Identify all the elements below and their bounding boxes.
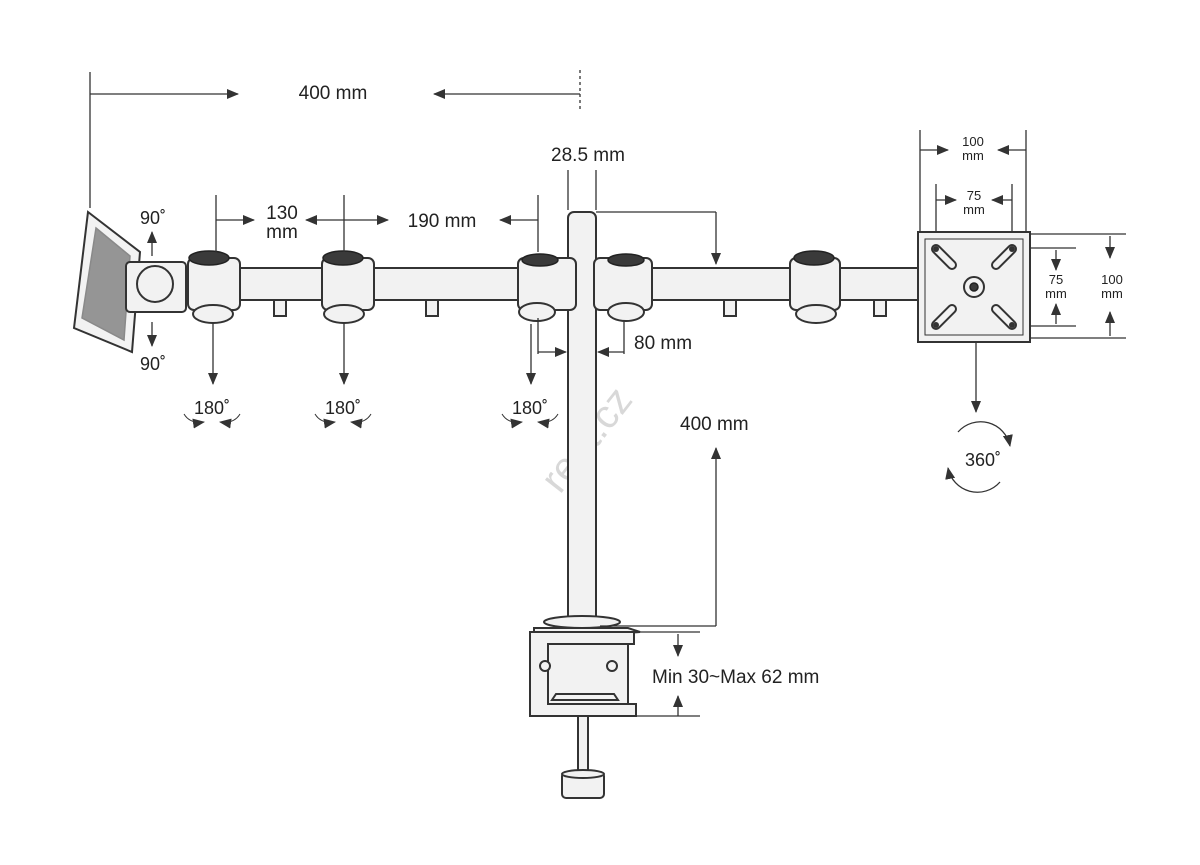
dim-arm-drop-top: [596, 211, 721, 265]
tilt-down-label: 90˚: [140, 354, 166, 374]
dim-vesa-inner-height: 75 mm: [1030, 247, 1076, 327]
dim-arm-drop: 80 mm: [537, 318, 692, 357]
pole: [543, 211, 621, 629]
desk-clamp: [529, 627, 641, 799]
dim-label-pole-height: 400 mm: [680, 414, 749, 435]
tilt-down-indicator: 90˚: [140, 322, 166, 374]
rotate-indicator: 360˚: [945, 342, 1013, 493]
dim-label-vesa-outer-h-unit: mm: [1101, 286, 1123, 301]
vesa-slot-inner: [993, 246, 1015, 268]
swivel-indicator-3: 180˚: [501, 324, 559, 429]
dim-label-clamp-range: Min 30~Max 62 mm: [652, 667, 819, 688]
left-tilt-head: [72, 210, 187, 354]
vesa-hole: [933, 246, 939, 252]
vesa-hole: [1009, 322, 1015, 328]
dim-label-vesa-inner-w-unit: mm: [963, 202, 985, 217]
dim-label-vesa-outer-w-unit: mm: [962, 148, 984, 163]
dim-arm-seg2: 190 mm: [344, 195, 539, 252]
right-arm: [593, 250, 921, 324]
dim-label-vesa-inner-w: 75: [967, 188, 981, 203]
dim-label-vesa-inner-h: 75: [1049, 272, 1063, 287]
dim-label-vesa-outer-w: 100: [962, 134, 984, 149]
dim-label-arm-seg1: 130: [266, 203, 298, 224]
vesa-slot-inner: [933, 246, 955, 268]
dim-label-pole-diameter: 28.5 mm: [551, 145, 625, 166]
dim-label-arm-seg1-unit: mm: [266, 222, 298, 243]
dim-label-span-half: 400 mm: [299, 83, 368, 104]
dim-vesa-outer-width: 100 mm: [919, 130, 1027, 232]
dim-label-arm-seg2: 190 mm: [408, 211, 477, 232]
vesa-hole: [933, 322, 939, 328]
swivel-label-2: 180˚: [325, 398, 361, 418]
swivel-indicator-1: 180˚: [183, 324, 241, 429]
left-arm: [187, 250, 577, 324]
vesa-slot-inner: [993, 306, 1015, 328]
dim-label-vesa-inner-h-unit: mm: [1045, 286, 1067, 301]
dim-arm-seg1: 130 mm: [215, 195, 345, 252]
dim-clamp-range: Min 30~Max 62 mm: [634, 631, 819, 717]
dim-pole-height: 400 mm: [600, 414, 749, 627]
dim-span-half: 400 mm: [89, 70, 581, 208]
tilt-up-indicator: 90˚: [140, 208, 166, 256]
swivel-indicator-2: 180˚: [314, 324, 372, 429]
vesa-slot-inner: [933, 306, 955, 328]
tilt-up-label: 90˚: [140, 208, 166, 228]
dim-vesa-inner-width: 75 mm: [935, 184, 1013, 232]
swivel-label-1: 180˚: [194, 398, 230, 418]
vesa-plate: [917, 231, 1031, 343]
vesa-hole: [1009, 246, 1015, 252]
dim-label-arm-drop: 80 mm: [634, 333, 692, 354]
rotate-label: 360˚: [965, 450, 1001, 470]
dim-label-vesa-outer-h: 100: [1101, 272, 1123, 287]
swivel-label-3: 180˚: [512, 398, 548, 418]
dim-vesa-outer-height: 100 mm: [1030, 233, 1126, 339]
dim-pole-diameter: 28.5 mm: [551, 145, 625, 210]
